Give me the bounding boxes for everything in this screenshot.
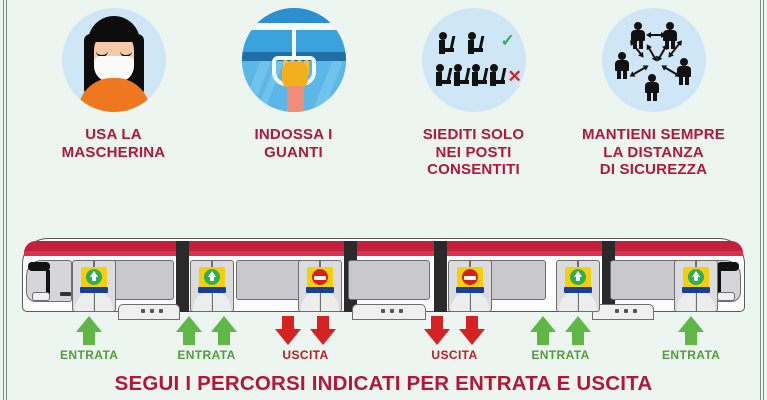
page-border-right-outer [763, 0, 764, 400]
flow-label: ENTRATA [60, 348, 119, 362]
flow-label: USCITA [282, 348, 329, 362]
train-door-6[interactable] [674, 260, 718, 312]
no-entry-sign [456, 267, 484, 293]
flow-marker-entrata-1: ENTRATA [60, 316, 118, 362]
entry-sign [198, 267, 226, 293]
tip-line-2: MASCHERINA [61, 143, 166, 161]
arrow-pair [530, 316, 591, 345]
arrow-pair [76, 316, 103, 345]
forbidden-cross-icon: ✕ [507, 67, 522, 86]
train-roof-stripe-lower [24, 251, 743, 256]
tip-caption-distance: MANTIENI SEMPRE LA DISTANZA DI SICUREZZA [582, 126, 725, 179]
train-window [610, 260, 680, 300]
arrow-up-icon [565, 316, 591, 345]
train-diagram [0, 232, 767, 322]
arrow-down-icon [275, 316, 301, 345]
flow-marker-entrata-4: ENTRATA [662, 316, 720, 362]
flow-label: ENTRATA [177, 348, 236, 362]
underfloor-panel [352, 304, 426, 320]
tip-line-3: CONSENTITI [427, 161, 520, 179]
headlamp-right [717, 292, 735, 301]
arrow-down-icon [424, 316, 450, 345]
flow-marker-row: ENTRATA ENTRATA USCITA USCITA [0, 316, 767, 366]
arrow-pair [678, 316, 705, 345]
arrow-up-icon [678, 316, 705, 345]
cab-grip-left [60, 292, 71, 296]
train-door-2[interactable] [190, 260, 234, 312]
safety-tips-row: USA LA MASCHERINA [0, 0, 767, 200]
train-door-1[interactable] [72, 260, 116, 312]
tip-line-1: INDOSSA I [254, 126, 333, 143]
train-window [348, 260, 430, 300]
train-door-3[interactable] [298, 260, 342, 312]
page-border-right-inner [760, 0, 761, 400]
train-joint-1 [176, 241, 189, 312]
underfloor-panel [118, 304, 180, 320]
train-roof-stripe [24, 241, 743, 253]
train-door-5[interactable] [556, 260, 600, 312]
gloved-hand-handle-icon [241, 8, 346, 112]
tip-line-1: USA LA [85, 126, 142, 143]
mirror-left-icon [28, 262, 50, 271]
train-door-4[interactable] [448, 260, 492, 312]
tip-line-1: MANTIENI SEMPRE [581, 126, 725, 143]
tip-caption-seating: SIEDITI SOLO NEI POSTI CONSENTITI [423, 126, 525, 179]
masked-face-icon [61, 8, 166, 112]
flow-label: ENTRATA [531, 348, 590, 362]
flow-marker-uscita-1: USCITA [275, 316, 336, 362]
arrow-down-icon [459, 316, 485, 345]
flow-marker-entrata-2: ENTRATA [176, 316, 237, 362]
mirror-right-icon [717, 262, 739, 271]
flow-marker-uscita-2: USCITA [424, 316, 485, 362]
tip-card-distance: MANTIENI SEMPRE LA DISTANZA DI SICUREZZA [564, 0, 744, 179]
headlamp-left [32, 292, 50, 301]
tip-card-mask: USA LA MASCHERINA [24, 0, 204, 161]
arrow-pair [424, 316, 485, 345]
tip-caption-gloves: INDOSSA I GUANTI [255, 126, 333, 161]
mirror-stem-left [46, 270, 50, 296]
arrow-up-icon [76, 316, 103, 345]
train-window [236, 260, 304, 300]
arrow-up-icon [176, 316, 202, 345]
tip-line-2: GUANTI [264, 143, 323, 161]
no-entry-sign [306, 267, 334, 293]
train-joint-3 [434, 241, 447, 312]
entry-sign [80, 267, 108, 293]
tip-line-3: DI SICUREZZA [599, 161, 708, 179]
entry-sign [564, 267, 592, 293]
tip-line-2: LA DISTANZA [603, 143, 704, 161]
flow-label: USCITA [431, 348, 478, 362]
underfloor-panel [592, 304, 654, 320]
tip-caption-mask: USA LA MASCHERINA [62, 126, 166, 161]
bottom-banner: SEGUI I PERCORSI INDICATI PER ENTRATA E … [114, 372, 653, 395]
tip-card-gloves: INDOSSA I GUANTI [204, 0, 384, 161]
arrow-up-icon [530, 316, 556, 345]
flow-label: ENTRATA [662, 348, 721, 362]
entry-sign [682, 267, 710, 293]
arrow-down-icon [310, 316, 336, 345]
arrow-up-icon [211, 316, 237, 345]
tip-line-1: SIEDITI SOLO [422, 126, 525, 143]
arrow-pair [176, 316, 237, 345]
tip-line-2: NEI POSTI [435, 143, 512, 161]
spaced-seating-icon: ✓ ✕ [421, 8, 526, 112]
page-border-left-inner [6, 0, 7, 400]
social-distance-icon [601, 8, 706, 112]
tip-card-seating: ✓ ✕ SIEDITI SOLO NEI POSTI CONSENTITI [384, 0, 564, 179]
page-border-left-outer [3, 0, 4, 400]
mirror-stem-right [717, 270, 721, 296]
arrow-pair [275, 316, 336, 345]
allowed-check-icon: ✓ [500, 31, 515, 50]
flow-marker-entrata-3: ENTRATA [530, 316, 591, 362]
